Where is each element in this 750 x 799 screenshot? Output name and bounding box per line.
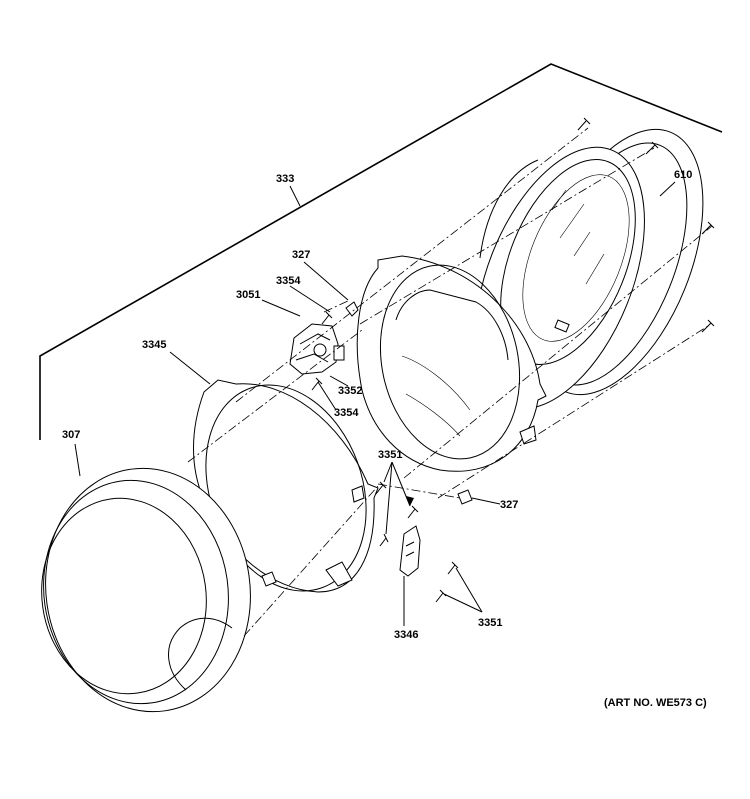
callout-307: 307 [62,429,80,441]
art-number: (ART NO. WE573 C) [604,697,707,709]
callout-3345: 3345 [142,339,166,351]
callout-610: 610 [674,169,692,181]
part-3051-hinge [289,323,345,375]
arrowhead-3351 [406,496,414,506]
callout-3346: 3346 [394,629,418,641]
leader-lines [74,181,676,626]
door-liner-ring [356,255,547,472]
callout-3352: 3352 [338,385,362,397]
callout-327-bottom: 327 [500,499,518,511]
part-327-clip-top [345,301,359,317]
callout-333: 333 [276,173,294,185]
part-3346-latch [399,525,421,577]
callout-327-top: 327 [292,249,310,261]
part-307-outer-ring [41,467,251,713]
assembly-bracket-333 [39,63,723,440]
part-327-clip-bottom [457,489,473,505]
callout-3351-bottom: 3351 [478,617,502,629]
callout-3351-top: 3351 [378,449,402,461]
callout-3051: 3051 [236,289,260,301]
callout-3354-bottom: 3354 [334,407,359,419]
alignment-lines [187,127,713,637]
callout-3354-top: 3354 [276,275,301,287]
part-3345-inner-panel [193,379,379,593]
